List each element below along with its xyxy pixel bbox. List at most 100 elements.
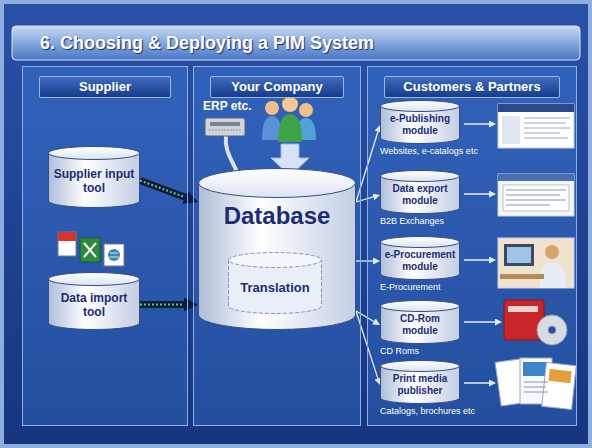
data-stream-arrow [140, 301, 184, 308]
module-cylinder: e-Procurement moduleE-Procurement [380, 236, 460, 280]
cylinder-top [381, 171, 460, 182]
module-caption: CD Roms [380, 346, 419, 357]
cylinder-top [49, 147, 140, 160]
cd-rom-picture [508, 306, 538, 312]
b2b-screenshot [503, 185, 569, 211]
cylinder-top [49, 273, 140, 286]
cylinder-body [199, 183, 356, 329]
database-cylinder: Translation Database [198, 168, 356, 330]
file-icons [104, 244, 124, 266]
cd-rom-picture [537, 315, 567, 345]
website-screenshot [502, 116, 520, 144]
people-icon [262, 96, 316, 177]
website-screenshot [498, 104, 574, 112]
brochures-picture [524, 382, 548, 392]
title-bar [12, 26, 580, 60]
module-caption: Websites, e-catalogs etc [380, 146, 478, 157]
background [4, 4, 588, 444]
erp-device [226, 136, 238, 174]
column-panel: Translation Database Your Company [193, 66, 361, 426]
file-icons [84, 243, 96, 257]
panel-fill [22, 66, 188, 426]
brochures-picture [495, 358, 576, 409]
brochures-picture [548, 369, 571, 383]
website-screenshot [524, 118, 570, 138]
data-stream-arrow [140, 181, 185, 198]
output-arrows [464, 193, 489, 195]
cylinder-top [229, 253, 322, 268]
column-header: Supplier [39, 76, 171, 98]
brochures-picture [542, 363, 576, 410]
cd-rom-picture [548, 326, 556, 334]
people-icon [278, 114, 302, 142]
output-connector [356, 260, 373, 261]
node-label: Data import tool [52, 291, 136, 319]
node-label: e-Publishing module [384, 113, 456, 137]
cylinder-body [49, 279, 140, 329]
procurement-photo [498, 238, 574, 288]
node-label: e-Procurement module [384, 249, 456, 273]
translation-cylinder: Translation [228, 252, 322, 314]
procurement-photo [504, 244, 534, 266]
people-icon [265, 101, 279, 115]
cylinder-top [199, 169, 356, 198]
cd-rom-picture [504, 300, 567, 345]
b2b-screenshot [506, 190, 566, 205]
output-arrows [464, 124, 495, 383]
panel-fill [367, 66, 577, 426]
tool-cylinder: Data import tool [48, 272, 140, 330]
erp-device [209, 130, 241, 131]
output-arrows [464, 321, 495, 323]
file-icons [58, 232, 76, 241]
file-icons [109, 253, 119, 257]
erp-device [210, 122, 240, 126]
module-caption: Catalogs, brochures etc [380, 406, 475, 417]
people-icon [299, 103, 313, 117]
cylinder-top [381, 101, 460, 112]
cylinder-top [381, 301, 460, 312]
column-header: Customers & Partners [384, 76, 560, 98]
erp-device [205, 118, 245, 174]
node-label: Translation [240, 280, 309, 295]
people-icon [282, 96, 298, 112]
node-label: Print media publisher [384, 373, 456, 397]
b2b-screenshot [498, 174, 574, 216]
output-arrows [464, 382, 489, 384]
cylinder-top [381, 237, 460, 248]
tool-cylinder: Supplier input tool [48, 146, 140, 208]
binary-stream [140, 181, 185, 198]
procurement-photo [500, 274, 544, 279]
column-header: Your Company [210, 76, 344, 98]
title: 6. Choosing & Deploying a PIM System [40, 32, 374, 54]
file-icons [108, 249, 120, 261]
module-caption: E-Procurement [380, 282, 441, 293]
file-icons [58, 232, 124, 266]
procurement-photo [498, 238, 574, 288]
procurement-photo [507, 247, 531, 263]
system-label: ERP etc. [203, 99, 251, 113]
cylinder-top [381, 361, 460, 372]
b2b-screenshot [498, 174, 574, 181]
output-arrows [464, 123, 489, 125]
cylinder-body [49, 153, 140, 207]
output-connector [356, 197, 373, 202]
website-screenshot [498, 104, 574, 148]
output-arrows [464, 259, 489, 261]
cylinder-body [229, 260, 322, 314]
module-cylinder: Data export moduleB2B Exchanges [380, 170, 460, 214]
module-cylinder: Print media publisherCatalogs, brochures… [380, 360, 460, 404]
node-label: Data export module [384, 183, 456, 207]
b2b-screenshot [498, 174, 574, 216]
column-panel: Supplier input toolData import tool Suppl… [22, 66, 188, 426]
panel-fill [193, 66, 361, 426]
database-label: Database [224, 202, 331, 230]
module-cylinder: e-Publishing moduleWebsites, e-catalogs … [380, 100, 460, 144]
file-icons [58, 232, 76, 256]
node-label: Supplier input tool [52, 167, 136, 195]
node-label: CD-Rom module [384, 313, 456, 337]
column-panel: e-Publishing moduleWebsites, e-catalogs … [367, 66, 577, 426]
module-caption: B2B Exchanges [380, 216, 444, 227]
module-cylinder: CD-Rom moduleCD Roms [380, 300, 460, 344]
